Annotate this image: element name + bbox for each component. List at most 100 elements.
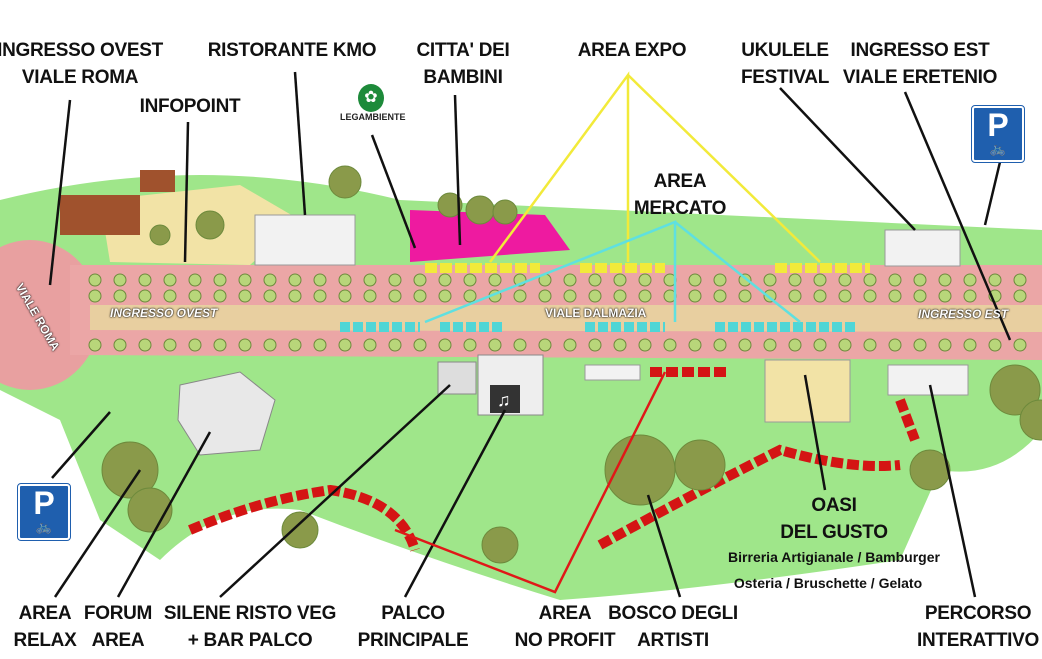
tree [238,338,252,352]
tree [588,289,602,303]
tree [413,273,427,287]
tree [638,338,652,352]
tree [88,338,102,352]
tree [613,289,627,303]
tree [88,273,102,287]
tree [138,273,152,287]
tree [913,289,927,303]
tree [288,273,302,287]
tree [463,273,477,287]
tree [688,338,702,352]
tree [1013,289,1027,303]
tree [688,273,702,287]
map-label-viale-dalmazia: VIALE DALMAZIA [545,306,647,320]
tree [463,338,477,352]
tree [963,338,977,352]
tree [113,289,127,303]
tree [213,338,227,352]
tree [988,338,1002,352]
tree [163,289,177,303]
tree [788,338,802,352]
label-area-expo: AREA EXPO [577,40,687,61]
tree [963,289,977,303]
tree [163,273,177,287]
house [60,195,140,235]
tents-white [584,364,641,381]
tree [938,273,952,287]
tree [563,273,577,287]
tree [913,273,927,287]
tree [113,338,127,352]
tree [138,338,152,352]
tree [438,273,452,287]
parking-letter: P [33,485,55,521]
label-infopoint: INFOPOINT [139,96,241,117]
tree [363,273,377,287]
tree [363,338,377,352]
tree [938,338,952,352]
citta-bambini-area [410,210,570,262]
tree [813,273,827,287]
tree [813,338,827,352]
tree [437,192,463,218]
tree [613,273,627,287]
tree [188,289,202,303]
legambiente-label: LEGAMBIENTE [340,112,406,122]
tree [788,273,802,287]
tree [492,199,518,225]
expo-leader-lines [488,71,821,263]
tree [338,338,352,352]
tree [213,273,227,287]
tree [288,338,302,352]
stage-screen [490,385,520,413]
tree [195,210,225,240]
tree [138,289,152,303]
tree [313,273,327,287]
tree [638,273,652,287]
tree [388,338,402,352]
tree [513,289,527,303]
no-profit-stands-2 [650,367,920,442]
ristorante-tent [254,214,356,266]
tree [888,289,902,303]
tree [338,273,352,287]
tree [88,289,102,303]
ukulele-tent [884,229,961,267]
tree [163,338,177,352]
bicycle-icon: 🚲 [989,141,1007,156]
tree [1013,338,1027,352]
tree [888,273,902,287]
tree [413,289,427,303]
tree [674,439,726,491]
bicycle-icon: 🚲 [35,519,53,534]
tree [149,224,171,246]
label-oasi-sub-1: Birreria Artigianale / Bamburger [728,549,940,565]
tree [988,273,1002,287]
tree [288,289,302,303]
tree [713,338,727,352]
tree [888,338,902,352]
tree [989,364,1041,416]
boulevard-center-path [90,305,1042,332]
parking-letter: P [987,107,1009,143]
tree [663,338,677,352]
tree [538,338,552,352]
tree [963,273,977,287]
tree [909,449,951,491]
leader-lines [48,71,1012,598]
tree [813,289,827,303]
tree [463,289,477,303]
tree [863,289,877,303]
tree [313,289,327,303]
trees-group [88,165,1042,564]
tree [763,273,777,287]
tree [938,289,952,303]
tree [738,338,752,352]
tree [588,273,602,287]
